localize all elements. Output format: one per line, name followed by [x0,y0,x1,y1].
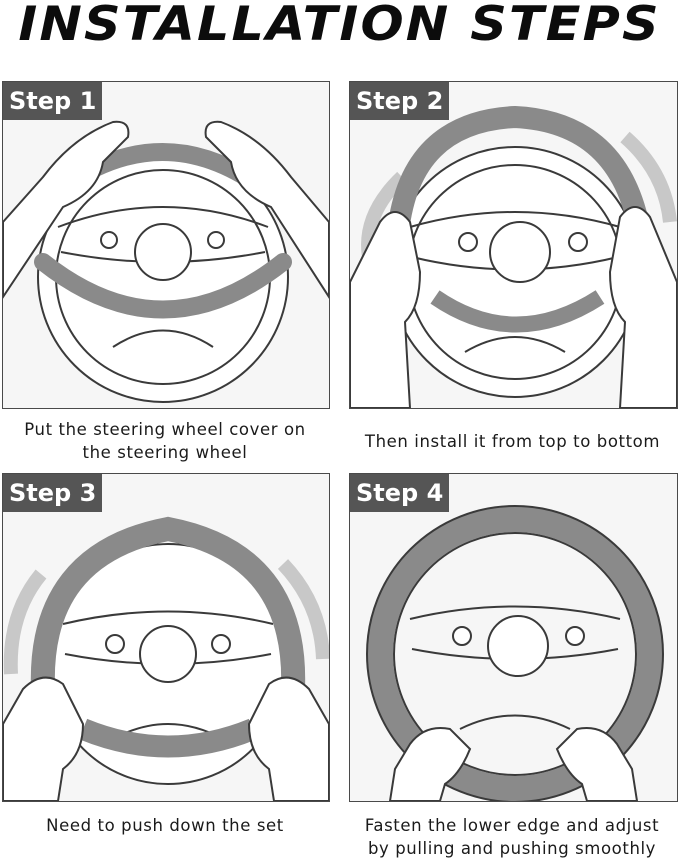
step-4-badge: Step 4 [350,474,450,512]
step-3-caption: Need to push down the set [46,816,284,835]
step-2-illustration [350,105,677,408]
step-1-illustration [3,120,329,403]
step-3-badge: Step 3 [3,474,103,512]
step-3-illustration [3,516,329,801]
step-4-panel: Step 4 [349,473,678,802]
step-2-panel: Step 2 [349,81,678,409]
step-4-illustration [366,505,664,801]
step-2-caption: Then install it from top to bottom [364,432,661,451]
step-3-panel: Step 3 [2,473,330,802]
step-4-caption: Fasten the lower edge and adjust by pull… [364,816,660,858]
step-1-panel: Step 1 [2,81,330,409]
step-2-badge: Step 2 [350,82,450,120]
step-1-badge: Step 1 [3,82,103,120]
step-1-caption: Put the steering wheel cover on the stee… [24,420,306,462]
page-title: INSTALLATION STEPS [18,0,661,52]
